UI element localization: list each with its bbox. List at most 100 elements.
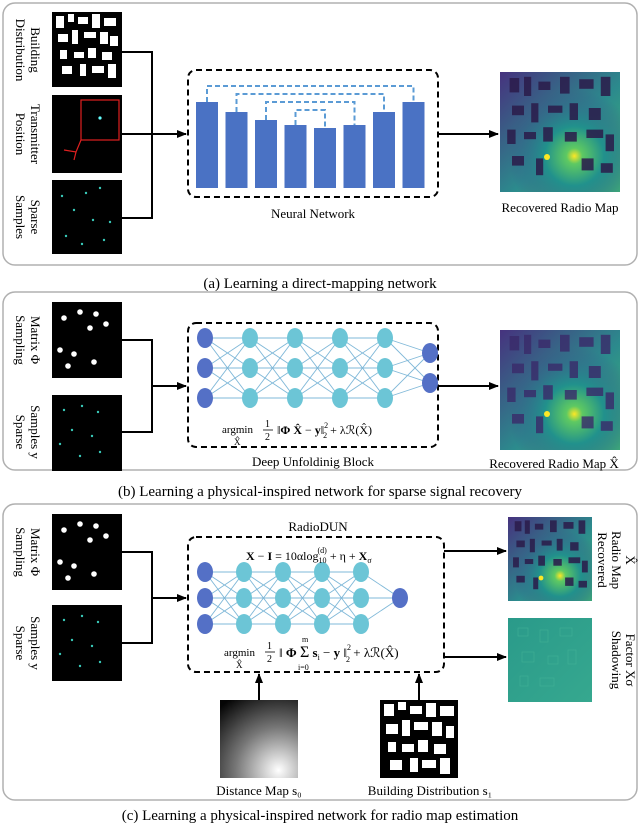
building-footprint (586, 129, 604, 138)
network-node (314, 562, 330, 582)
building-footprint (524, 520, 530, 534)
label-transmitter-line1: Transmitter (28, 104, 43, 165)
panel-b-connectors (122, 339, 187, 433)
label-sparse-c-line1: Sparse (13, 626, 28, 661)
nn-skip-connection (206, 85, 415, 102)
nn-layer-bar (255, 120, 277, 188)
building-footprint (600, 421, 613, 431)
building-footprint (548, 363, 563, 371)
building-footprint (516, 540, 525, 548)
eq-b-argmin: argmin (222, 424, 253, 436)
network-node (422, 343, 438, 363)
building-footprint (588, 108, 601, 120)
building-footprint (524, 132, 536, 140)
panel-b-frame (2, 291, 638, 471)
network-node (377, 388, 393, 408)
sparse-samples-thumbnail-c (52, 605, 122, 681)
network-node (332, 358, 348, 378)
caption-c: (c) Learning a physical-inspired network… (122, 808, 519, 824)
network-node (314, 614, 330, 634)
building-footprint (605, 392, 614, 410)
network-node (377, 328, 393, 348)
label-sampling-b-line2: Matrix Φ (28, 316, 43, 365)
radiodun-title: RadioDUN (288, 519, 348, 534)
network-edge (249, 367, 296, 399)
eq-c-top-text: X − I = 10αlog10(d) + η + Xσ (246, 546, 372, 565)
nn-layer-bar (373, 112, 395, 188)
network-node (287, 358, 303, 378)
building-footprint (569, 361, 578, 378)
label-building-line1: Building (28, 27, 43, 73)
eq-c-frac-num: 1 (267, 641, 272, 652)
building-distribution-thumbnail-c (380, 700, 458, 778)
network-node (422, 373, 438, 393)
label-sparse-line1: Sparse (28, 200, 43, 235)
building-footprint (543, 385, 553, 400)
network-node (197, 358, 213, 378)
network-node (197, 562, 213, 582)
label-sampling-c-line2: Matrix Φ (28, 528, 43, 577)
label-recovered-c-line2: Radio Map (609, 531, 624, 589)
building-footprint (514, 521, 522, 532)
label-shadowing-line2: Factor Xσ (623, 634, 638, 687)
network-node (197, 614, 213, 634)
sparse-samples-thumbnail (52, 180, 122, 254)
transmitter-position-thumbnail (52, 95, 122, 173)
building-footprint (563, 522, 574, 529)
network-node (236, 562, 252, 582)
network-edge (384, 352, 431, 399)
distance-map-label: Distance Map s₀ (216, 783, 301, 798)
building-footprint (538, 81, 551, 90)
network-node (353, 588, 369, 608)
building-footprint (553, 559, 562, 566)
eq-c-sub: X̂ (236, 659, 243, 670)
neural-network-label: Neural Network (271, 206, 356, 221)
eq-c-sum-top: m (302, 635, 309, 644)
building-footprint (534, 523, 544, 530)
network-edge (294, 337, 341, 369)
network-edge (204, 571, 245, 625)
network-node (275, 562, 291, 582)
nn-layer-bar (196, 102, 218, 188)
nn-layer-bar (284, 125, 307, 188)
building-footprint (560, 76, 570, 94)
recovered-radio-map-label-a: Recovered Radio Map (502, 200, 619, 215)
nn-layer-bar (225, 112, 248, 188)
network-node (353, 614, 369, 634)
label-sparse-b-line2: Samples y (28, 405, 43, 459)
panel-c-input-labels: Sampling Matrix Φ Sparse Samples y (13, 527, 43, 670)
building-footprint (509, 336, 520, 351)
building-footprint (581, 560, 588, 573)
building-footprint (524, 390, 536, 398)
building-footprint (524, 76, 532, 96)
building-footprint (524, 334, 532, 354)
building-footprint (564, 390, 577, 400)
label-sparse-line2: Samples (13, 195, 28, 239)
network-node (332, 328, 348, 348)
building-footprint (578, 580, 587, 588)
network-edge (204, 367, 251, 399)
building-footprint (560, 334, 570, 352)
network-edge (243, 571, 284, 625)
deep-unfolding-label: Deep Unfoldinig Block (252, 454, 375, 469)
shadowing-factor-map (508, 618, 592, 702)
network-edge (249, 337, 296, 369)
building-footprint (581, 158, 594, 171)
caption-b: (b) Learning a physical-inspired network… (118, 484, 523, 500)
unfolding-network-c (197, 562, 408, 634)
label-shadowing-line1: Shadowing (609, 631, 624, 690)
network-edge (294, 367, 341, 399)
building-footprint (600, 334, 611, 354)
building-footprint (581, 416, 594, 429)
network-edge (249, 337, 296, 399)
nn-layer-bar (314, 128, 336, 188)
network-edge (321, 571, 362, 625)
building-distribution-label: Building Distribution s₁ (368, 783, 492, 798)
network-edge (282, 571, 323, 625)
label-transmitter-line2: Position (13, 113, 28, 156)
recovered-radio-map-label-b: Recovered Radio Map X̂ (489, 456, 619, 471)
building-footprint (512, 363, 524, 374)
neural-network-block (187, 69, 439, 198)
